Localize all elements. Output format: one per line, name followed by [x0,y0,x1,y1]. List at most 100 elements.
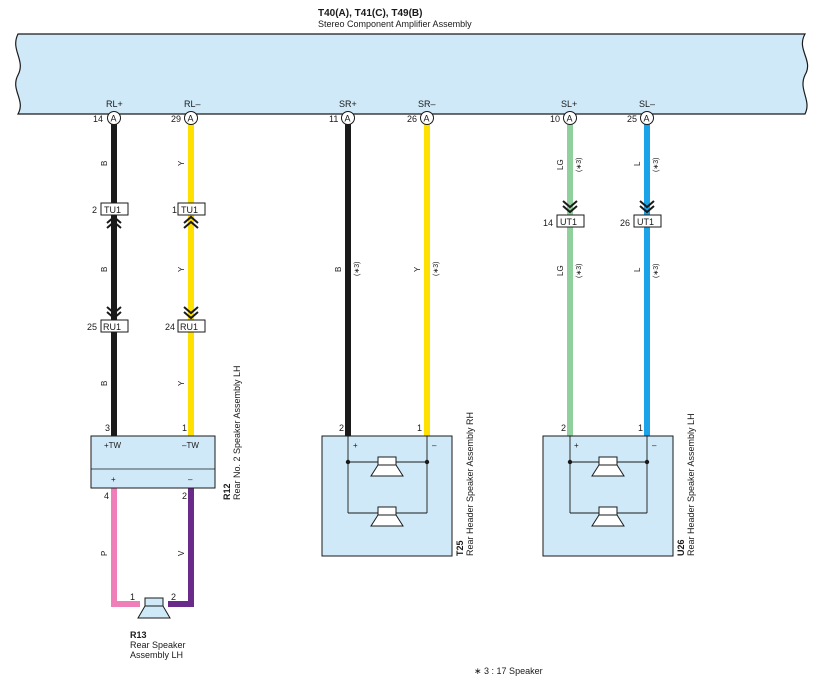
signal-label: SR+ [339,99,357,109]
pin-number: 1 [130,592,135,602]
wire-code: P [100,551,109,556]
pin-number: 2 [339,423,344,433]
signal-label: RL– [184,99,201,109]
terminal-label: – [188,475,193,484]
pin-number: 2 [92,205,97,215]
note-mark: (∗3) [653,264,660,278]
pin-number: 2 [171,592,176,602]
junction-tu1-left: 2 TU1 [92,202,129,229]
junction-dot [644,459,650,465]
chevron-down-icon [562,200,578,214]
chevron-up-icon [106,215,122,229]
amp-pin-sl-plus: SL+ 10 A [550,99,577,125]
connector-box [100,202,129,216]
connector-box [100,319,129,333]
pin-number: 14 [93,114,103,124]
r12-box [90,435,216,489]
component-name-line2: Assembly LH [130,650,183,660]
junction-ru1-right: 24 RU1 [165,306,206,333]
note-mark: (∗3) [576,264,583,278]
signal-label: RL+ [106,99,123,109]
junction-dot [345,459,351,465]
connector-name: TU1 [104,205,121,215]
chevron-down-icon [639,200,655,214]
note-mark: (∗3) [354,262,361,276]
pin-number: 2 [182,491,187,501]
wire-code: LG [556,265,565,276]
junction-dot [424,459,430,465]
amplifier-title: T40(A), T41(C), T49(B) [318,8,422,19]
connector-letter: A [111,114,117,124]
connector-letter: A [188,114,194,124]
wire-code: B [100,381,109,386]
footnote: ∗ 3 : 17 Speaker [474,666,543,676]
pin-number: 1 [182,423,187,433]
u26-box [542,435,674,557]
note-mark: (∗3) [576,158,583,172]
connector-circle [563,111,577,125]
signal-label: SL– [639,99,655,109]
component-r12: 3 1 +TW –TW + – 4 2 R12 Rear No. 2 Speak… [90,365,242,501]
amp-pin-rl-plus: RL+ 14 A [93,99,123,125]
component-u26: 2 1 + – U26 Rear Header Speaker Assembly… [542,413,696,557]
pin-number: 29 [171,114,181,124]
speaker-icon [370,456,404,477]
component-name: Rear Header Speaker Assembly LH [686,413,696,556]
pin-number: 1 [638,423,643,433]
wire-code: B [334,267,343,272]
connector-box [177,202,206,216]
connector-letter: A [424,114,430,124]
junction-ut1-left: 14 UT1 [543,200,585,228]
connector-circle [107,111,121,125]
terminal-label: + [574,441,579,450]
t25-box [321,435,453,557]
chevron-down-icon [106,306,122,320]
wire-code: Y [177,380,186,386]
speaker-icon [137,597,171,619]
amp-pin-sl-minus: SL– 25 A [627,99,655,125]
pin-number: 25 [87,322,97,332]
pin-number: 1 [172,205,177,215]
pin-number: 4 [104,491,109,501]
component-t25: 2 1 + – T25 Rear Header Speaker Assembly… [321,412,475,557]
wire-code: B [100,267,109,272]
wire-code: Y [177,266,186,272]
wire-codes: B B B Y Y Y B (∗3) Y (∗3) LG (∗3) L (∗3)… [100,158,660,556]
junction-ru1-left: 25 RU1 [87,306,129,333]
junction-dot [567,459,573,465]
component-r13: 1 2 R13 Rear Speaker Assembly LH [130,592,186,660]
component-code: T25 [455,540,465,556]
junction-tu1-right: 1 TU1 [172,202,206,229]
component-name: Rear Header Speaker Assembly RH [465,412,475,556]
chevron-up-icon [183,215,199,229]
speaker-icon [370,506,404,527]
note-mark: (∗3) [433,262,440,276]
amplifier-component-box [15,33,809,115]
pin-number: 25 [627,114,637,124]
signal-label: SL+ [561,99,577,109]
wire-code: Y [177,160,186,166]
connector-letter: A [644,114,650,124]
component-code: U26 [676,539,686,556]
pin-number: 26 [407,114,417,124]
wire-r13-plus [111,488,140,607]
terminal-label: +TW [104,441,122,450]
pin-number: 3 [105,423,110,433]
connector-name: RU1 [103,322,121,332]
amplifier-subtitle: Stereo Component Amplifier Assembly [318,19,472,29]
chevron-down-icon [183,306,199,320]
terminal-label: – [652,441,657,450]
component-code: R12 [222,483,232,500]
speaker-icon [591,506,625,527]
signal-label: SR– [418,99,436,109]
connector-circle [184,111,198,125]
wire-code: B [100,161,109,166]
connector-name: TU1 [181,205,198,215]
wire-code: LG [556,159,565,170]
connector-name: UT1 [637,217,654,227]
terminal-label: + [111,475,116,484]
wire-code: L [633,267,642,272]
connector-circle [420,111,434,125]
junction-ut1-right: 26 UT1 [620,200,662,228]
wire-code: L [633,161,642,166]
